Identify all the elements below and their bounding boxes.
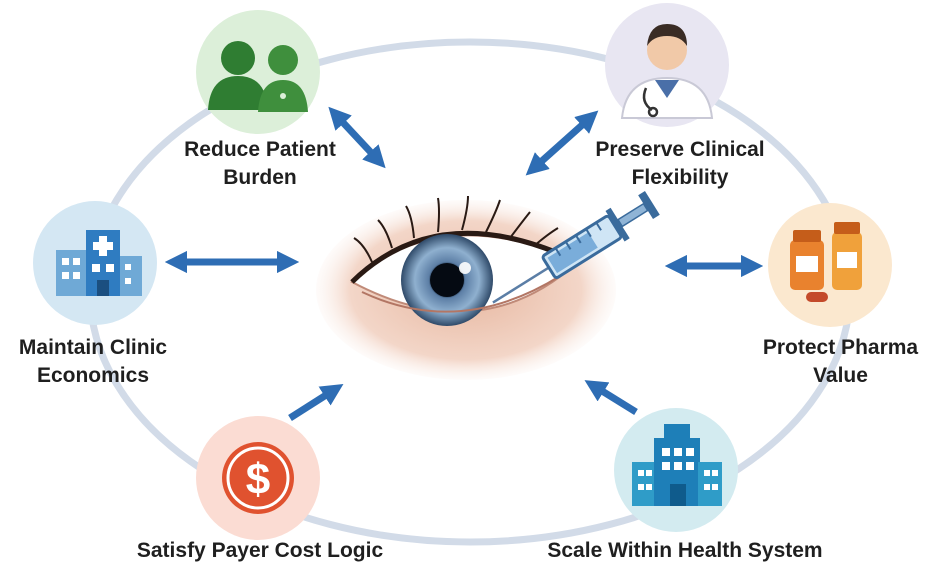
arrow-reduce-patient-burden — [328, 106, 386, 169]
node-satisfy-payer-cost-logic: $ — [196, 416, 320, 540]
arrow-preserve-clinical-flexibility — [525, 110, 599, 176]
svg-text:$: $ — [246, 455, 270, 504]
node-preserve-clinical-flexibility — [605, 3, 729, 127]
hospital-icon — [632, 424, 722, 506]
node-circle — [196, 10, 320, 134]
label-reduce-patient-burden: Reduce Patient Burden — [184, 138, 336, 189]
clinic-building-icon — [56, 230, 142, 296]
doctor-icon — [620, 24, 714, 119]
arrow-scale-within-health-system — [584, 380, 638, 415]
label-maintain-clinic-economics: Maintain Clinic Economics — [18, 336, 168, 387]
medicine-bottles-icon — [790, 222, 862, 302]
patients-icon — [208, 41, 308, 112]
node-protect-pharma-value — [768, 203, 892, 327]
node-reduce-patient-burden — [196, 10, 320, 134]
label-scale-within-health-system: Scale Within Health System — [547, 539, 823, 562]
node-maintain-clinic-economics — [33, 201, 157, 325]
label-preserve-clinical-flexibility: Preserve Clinical Flexibility — [595, 138, 765, 189]
label-satisfy-payer-cost-logic: Satisfy Payer Cost Logic — [136, 539, 384, 562]
syringe-illustration — [492, 191, 660, 304]
node-circle — [768, 203, 892, 327]
arrow-satisfy-payer-cost-logic — [288, 383, 344, 421]
eye-illustration — [316, 195, 616, 380]
arrows — [164, 106, 764, 421]
label-protect-pharma-value: Protect Pharma Value — [762, 336, 919, 387]
node-scale-within-health-system — [614, 408, 738, 532]
dollar-coin-icon: $ — [222, 442, 294, 514]
